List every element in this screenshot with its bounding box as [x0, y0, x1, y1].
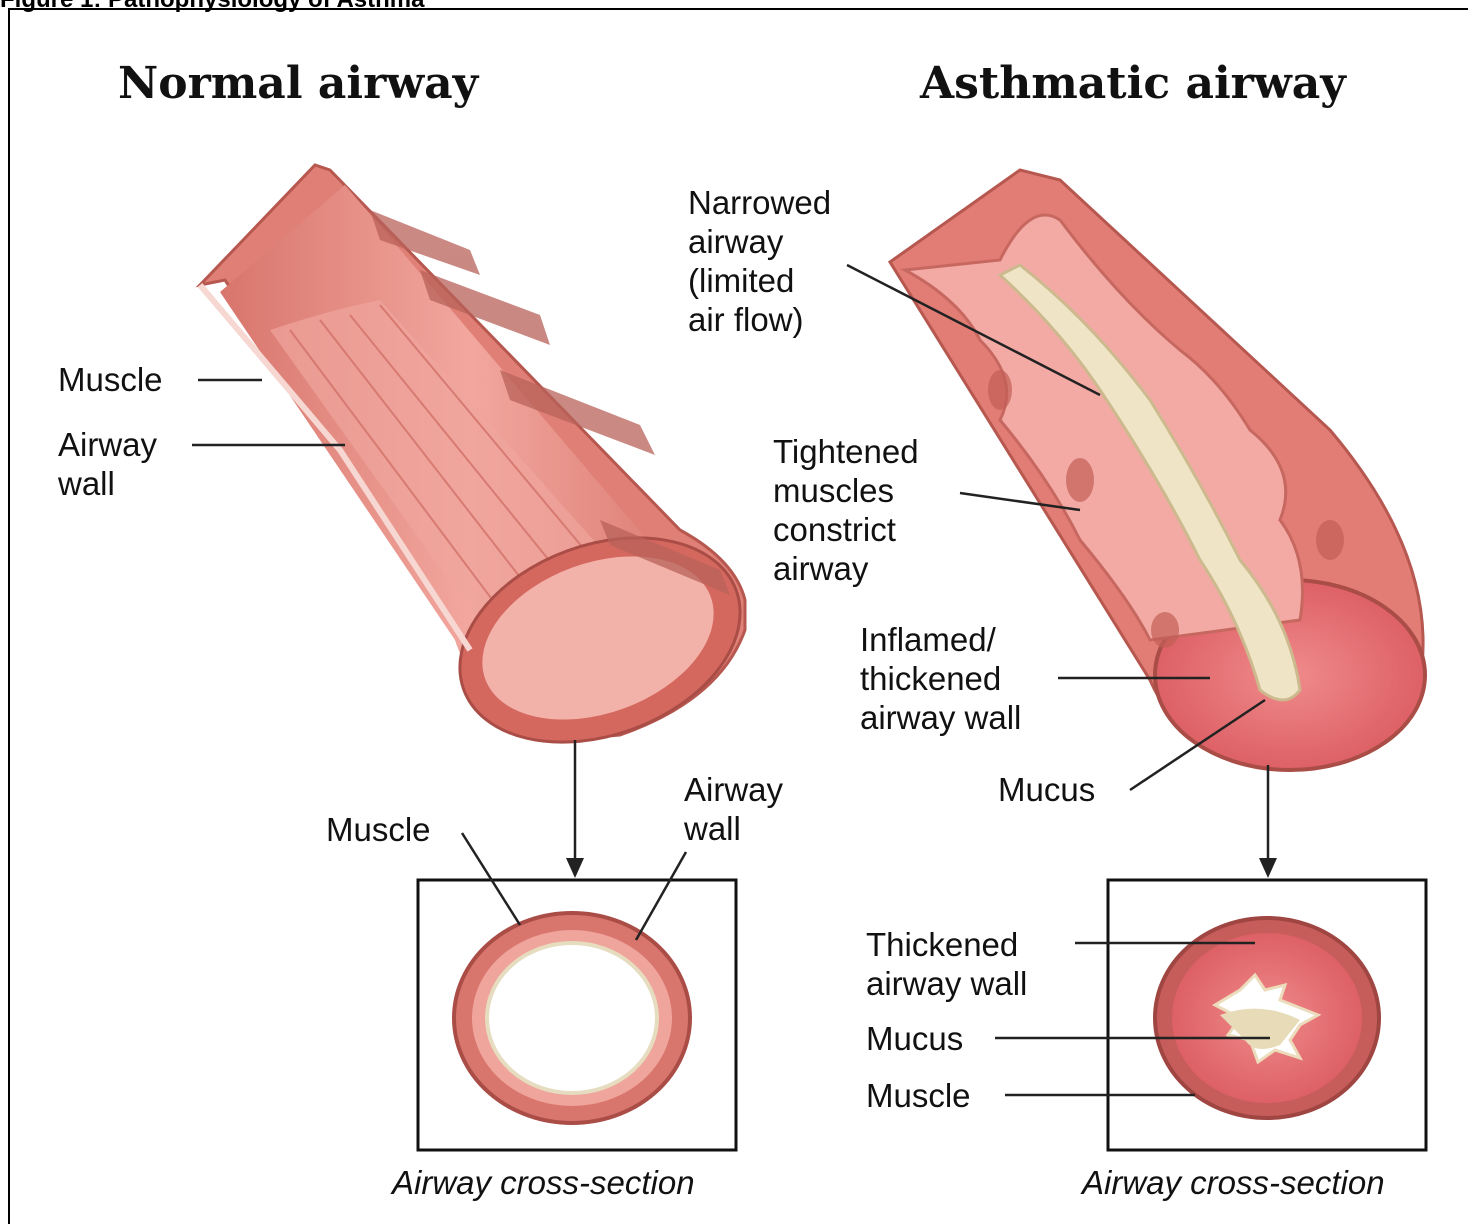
normal-airway-wall-label: Airway wall	[58, 425, 157, 503]
asthmatic-airway-title: Asthmatic airway	[920, 58, 1346, 109]
normal-cross-airway-wall-label: Airway wall	[684, 770, 783, 848]
normal-airway-tube	[200, 165, 769, 779]
normal-cross-muscle-label: Muscle	[326, 810, 431, 849]
normal-cross-section-box	[418, 880, 736, 1150]
asth-cross-muscle-label: Muscle	[866, 1076, 971, 1115]
asth-cross-mucus-label: Mucus	[866, 1019, 963, 1058]
inflamed-wall-label: Inflamed/ thickened airway wall	[860, 620, 1021, 737]
normal-airway-title: Normal airway	[118, 58, 478, 109]
asth-cross-section-caption: Airway cross-section	[1082, 1164, 1385, 1202]
narrowed-airway-label: Narrowed airway (limited air flow)	[688, 183, 831, 339]
asthmatic-cross-section-box	[1108, 880, 1426, 1150]
mucus-label: Mucus	[998, 770, 1095, 809]
asth-cross-thickened-label: Thickened airway wall	[866, 925, 1027, 1003]
normal-muscle-label: Muscle	[58, 360, 163, 399]
normal-cross-section-caption: Airway cross-section	[392, 1164, 695, 1202]
tightened-muscles-label: Tightened muscles constrict airway	[773, 432, 919, 588]
